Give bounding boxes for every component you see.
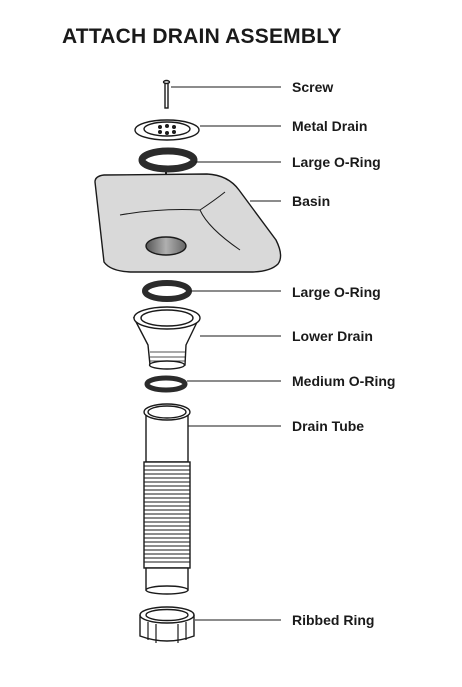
- label-large-o-ring-top: Large O-Ring: [292, 154, 381, 170]
- label-medium-o-ring: Medium O-Ring: [292, 373, 395, 389]
- drain-tube-part: [143, 403, 191, 595]
- label-ribbed-ring: Ribbed Ring: [292, 612, 374, 628]
- label-large-o-ring-bottom: Large O-Ring: [292, 284, 381, 300]
- basin-part: [94, 173, 282, 273]
- large-o-ring-bottom-part: [142, 280, 192, 302]
- label-lower-drain: Lower Drain: [292, 328, 373, 344]
- page-title: ATTACH DRAIN ASSEMBLY: [62, 25, 342, 48]
- label-basin: Basin: [292, 193, 330, 209]
- screw-part: [162, 79, 171, 109]
- medium-o-ring-part: [144, 375, 188, 393]
- large-o-ring-top-part: [138, 147, 198, 173]
- label-screw: Screw: [292, 79, 333, 95]
- ribbed-ring-part: [139, 606, 195, 643]
- drain-tube-ribs: [144, 465, 190, 563]
- lower-drain-part: [132, 306, 201, 370]
- label-drain-tube: Drain Tube: [292, 418, 364, 434]
- label-metal-drain: Metal Drain: [292, 118, 367, 134]
- metal-drain-part: [134, 119, 200, 141]
